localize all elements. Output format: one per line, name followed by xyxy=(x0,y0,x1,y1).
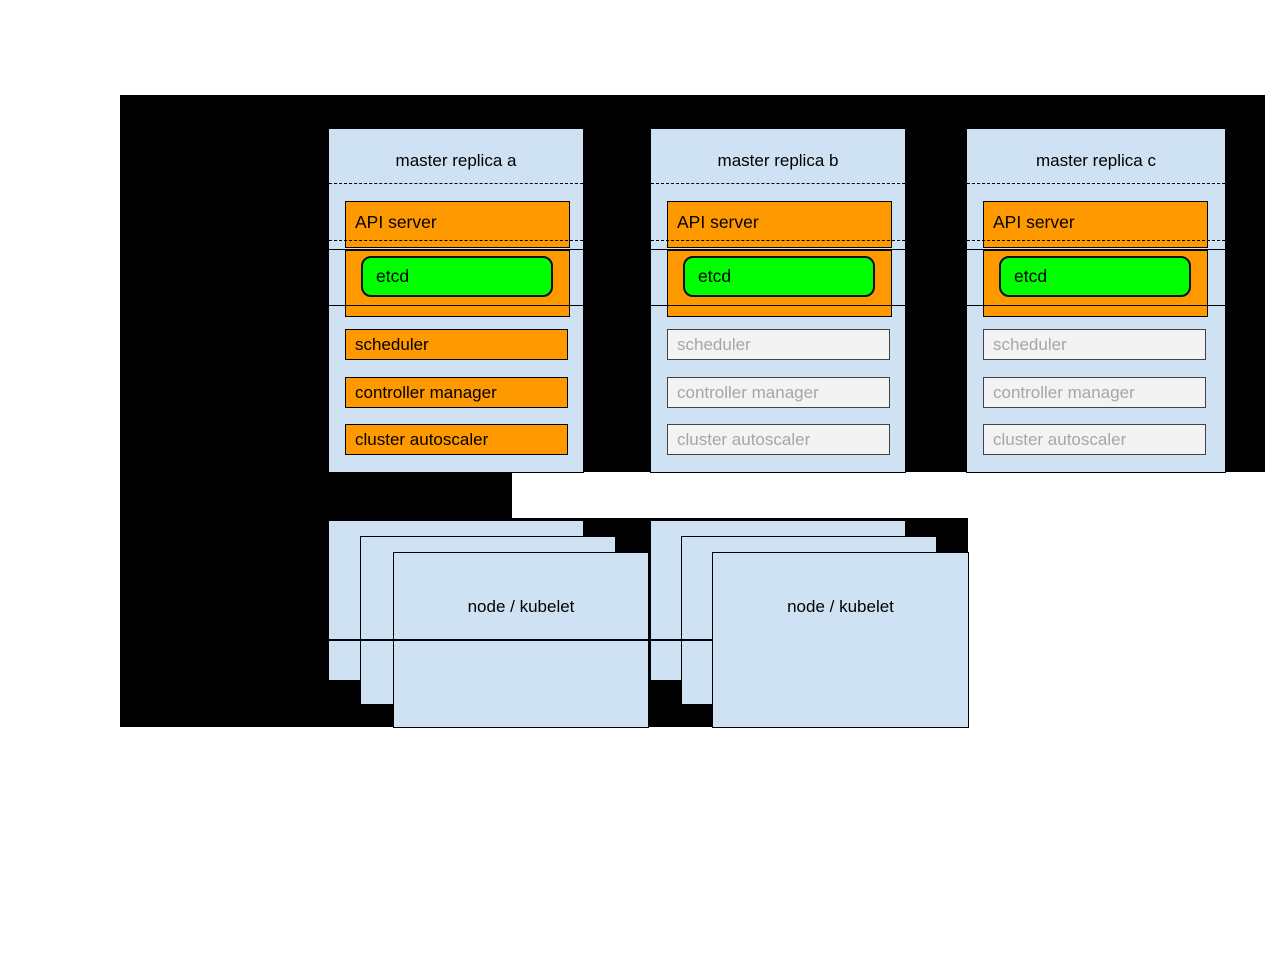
master-replica-b-title: master replica b xyxy=(717,151,839,170)
cluster-autoscaler-box: cluster autoscaler xyxy=(345,424,568,455)
solid-separator xyxy=(967,305,1225,306)
dashed-separator xyxy=(329,240,583,241)
node-compartment-divider-line xyxy=(328,639,712,641)
dashed-separator xyxy=(329,183,583,184)
controller-manager-box: controller manager xyxy=(345,377,568,408)
solid-separator xyxy=(329,305,583,306)
master-replica-a-panel: master replica a API server etcd schedul… xyxy=(328,128,584,473)
solid-separator xyxy=(967,249,1225,250)
master-replica-c-panel: master replica c API server etcd schedul… xyxy=(966,128,1226,473)
dashed-separator xyxy=(967,183,1225,184)
controller-manager-box-inactive: controller manager xyxy=(667,377,890,408)
solid-separator xyxy=(651,249,905,250)
dashed-separator xyxy=(651,183,905,184)
node-stack-2-front-box: node / kubelet xyxy=(712,552,969,728)
cluster-autoscaler-box-inactive: cluster autoscaler xyxy=(983,424,1206,455)
master-replica-a-title: master replica a xyxy=(395,151,517,170)
node-stack-1-title: node / kubelet xyxy=(467,597,575,616)
etcd-box: etcd xyxy=(683,256,875,297)
solid-separator xyxy=(651,305,905,306)
scheduler-box-inactive: scheduler xyxy=(667,329,890,360)
dashed-separator xyxy=(967,240,1225,241)
controller-manager-box-inactive: controller manager xyxy=(983,377,1206,408)
dashed-separator xyxy=(651,240,905,241)
etcd-box: etcd xyxy=(361,256,553,297)
master-replica-b-panel: master replica b API server etcd schedul… xyxy=(650,128,906,473)
scheduler-box: scheduler xyxy=(345,329,568,360)
etcd-box: etcd xyxy=(999,256,1191,297)
cluster-autoscaler-box-inactive: cluster autoscaler xyxy=(667,424,890,455)
scheduler-box-inactive: scheduler xyxy=(983,329,1206,360)
node-stack-2-title: node / kubelet xyxy=(787,597,894,616)
master-replica-c-title: master replica c xyxy=(1036,151,1156,170)
solid-separator xyxy=(329,249,583,250)
